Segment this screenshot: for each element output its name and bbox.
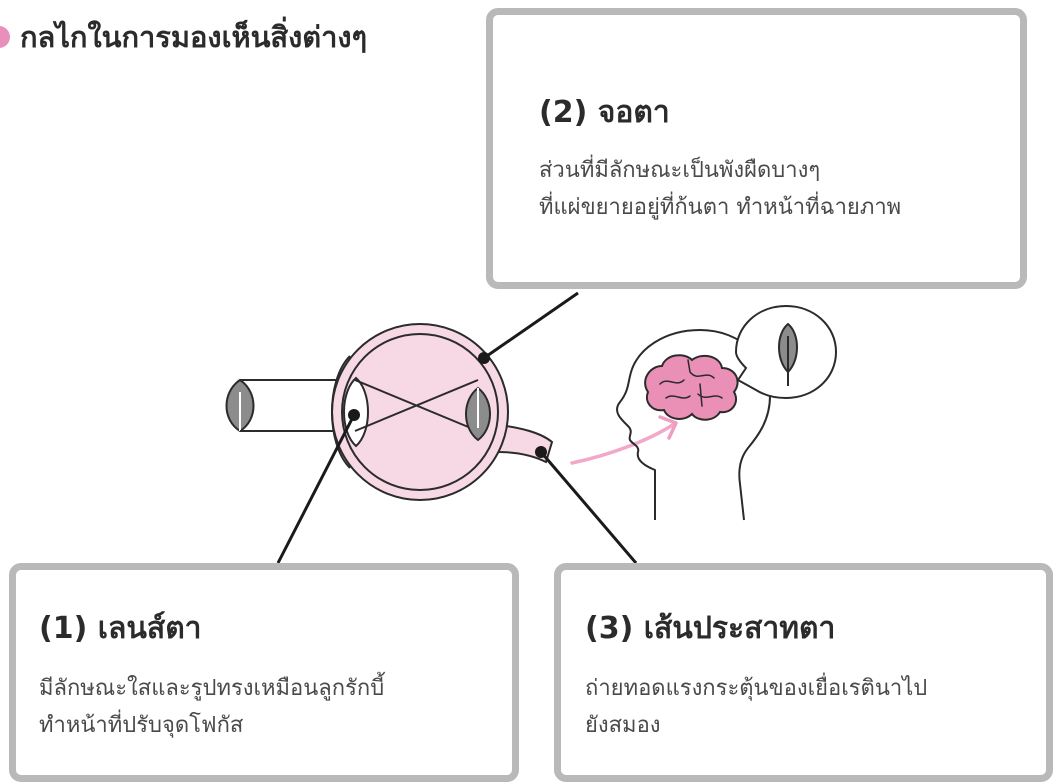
retina-desc-line: ที่แผ่ขยายอยู่ที่ก้นตา ทำหน้าที่ฉายภาพ	[539, 195, 902, 220]
page-heading: กลไกในการมองเห็นสิ่งต่างๆ	[0, 14, 367, 60]
arrow-icon	[570, 422, 676, 465]
lens-title: (1) เลนส์ตา	[39, 611, 202, 646]
brain-icon	[644, 354, 739, 421]
lens-pointer-line	[276, 414, 356, 564]
retina-description: ส่วนที่มีลักษณะเป็นพังผืดบางๆ ที่แผ่ขยาย…	[539, 152, 901, 226]
page-title: กลไกในการมองเห็นสิ่งต่างๆ	[20, 20, 368, 54]
speech-bubble-icon	[734, 304, 838, 400]
leaf-image-icon	[465, 386, 491, 442]
optic-nerve-title: (3) เส้นประสาทตา	[585, 611, 836, 646]
lens-info-box: (1) เลนส์ตา มีลักษณะใสและรูปทรงเหมือนลูก…	[9, 563, 519, 782]
leaf-icon	[225, 378, 255, 433]
lens-desc-line: ทำหน้าที่ปรับจุดโฟกัส	[39, 713, 244, 738]
head-icon	[616, 329, 771, 521]
optic-nerve-info-box: (3) เส้นประสาทตา ถ่ายทอดแรงกระตุ้นของเยื…	[554, 563, 1053, 782]
retina-info-box: (2) จอตา ส่วนที่มีลักษณะเป็นพังผืดบางๆ ท…	[486, 8, 1027, 289]
retina-pointer-line	[483, 291, 579, 360]
optic-nerve-desc-line: ยังสมอง	[585, 713, 661, 738]
arrow-head	[658, 415, 678, 440]
optic-nerve-description: ถ่ายทอดแรงกระตุ้นของเยื่อเรตินาไป ยังสมอ…	[585, 670, 927, 744]
optic-nerve-desc-line: ถ่ายทอดแรงกระตุ้นของเยื่อเรตินาไป	[585, 676, 928, 701]
eye-icon	[331, 323, 509, 501]
retina-desc-line: ส่วนที่มีลักษณะเป็นพังผืดบางๆ	[539, 158, 821, 183]
heading-bullet-icon	[0, 26, 10, 48]
lens-description: มีลักษณะใสและรูปทรงเหมือนลูกรักบี้ ทำหน้…	[39, 670, 384, 744]
lens-desc-line: มีลักษณะใสและรูปทรงเหมือนลูกรักบี้	[39, 676, 385, 701]
retina-title: (2) จอตา	[539, 95, 670, 130]
nerve-pointer-line	[539, 451, 638, 564]
